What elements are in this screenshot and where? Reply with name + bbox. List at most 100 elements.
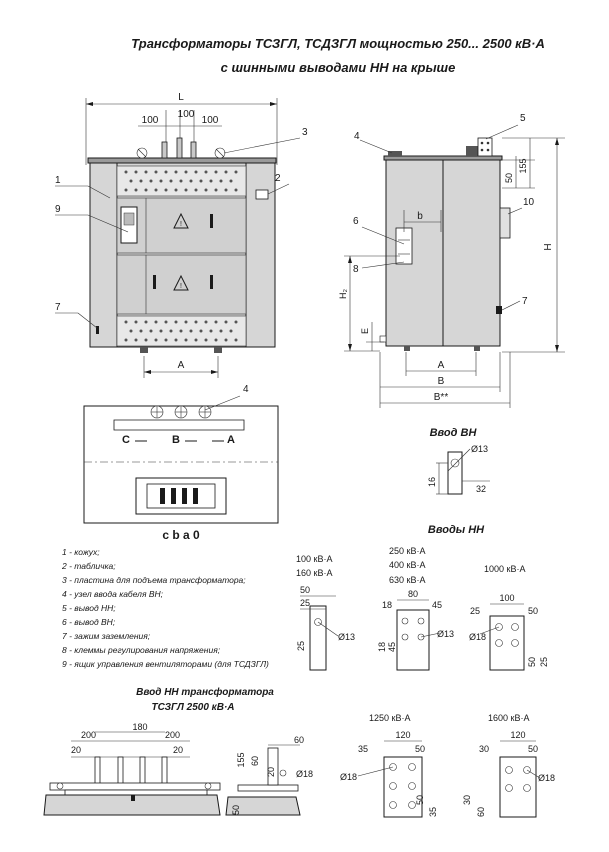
legend-8: 8 - клеммы регулирования напряжения; (62, 645, 221, 655)
dim-100-right: 100 (202, 115, 219, 126)
nn-2500-title-1: Ввод НН трансформатора (136, 686, 274, 698)
phase-A: A (227, 434, 235, 446)
vvod-vn-32: 32 (476, 484, 486, 494)
dim-E: E (360, 328, 370, 334)
callout-1: 1 (55, 175, 61, 186)
legend-7: 7 - зажим заземления; (62, 631, 151, 641)
nn-2500-20b: 20 (173, 745, 183, 755)
top-grille (124, 170, 238, 192)
callout-6: 6 (353, 216, 359, 227)
nn-100-160: 100 кВ·А 160 кВ·А 50 25 25 Ø13 (296, 554, 355, 671)
callout-5: 5 (520, 113, 526, 124)
nn-1250-hole: Ø18 (340, 772, 357, 782)
rating-1000: 1000 кВ·А (484, 564, 525, 574)
nn-2500-20c: 20 (266, 767, 276, 777)
rating-100: 100 кВ·А (296, 554, 332, 564)
phase-B: B (172, 434, 180, 446)
dim-H2: H₂ (338, 289, 348, 299)
nn-2500-200a: 200 (81, 730, 96, 740)
nn-1000-25: 25 (470, 606, 480, 616)
dim-b: b (417, 211, 423, 222)
dim-50-side: 50 (504, 173, 514, 183)
nn-1000-hole: Ø18 (469, 632, 486, 642)
legend-1: 1 - кожух; (62, 547, 100, 557)
callout-4-side: 4 (354, 131, 360, 142)
callout-8: 8 (353, 264, 359, 275)
nn-2500-title-2: ТСЗГЛ 2500 кВ·А (151, 702, 234, 713)
dim-100-left: 100 (142, 115, 159, 126)
dim-L: L (178, 92, 184, 103)
nn-mid-hole: Ø13 (437, 629, 454, 639)
nn-2500-60b: 60 (250, 756, 260, 766)
vvod-vn-title: Ввод ВН (430, 427, 478, 439)
nn-1600-30: 30 (479, 744, 489, 754)
nn-mid-18b: 18 (377, 642, 387, 652)
legend-6: 6 - вывод ВН; (62, 617, 116, 627)
nn-2500-180: 180 (132, 722, 147, 732)
nn-small-hole: Ø13 (338, 632, 355, 642)
nn-1000: 1000 кВ·А 100 25 50 50 25 Ø18 (469, 564, 549, 671)
legend: 1 - кожух; 2 - табличка; 3 - пластина дл… (61, 547, 269, 669)
title-line-1: Трансформаторы ТСЗГЛ, ТСДЗГЛ мощностью 2… (131, 36, 545, 51)
nn-mid-18a: 18 (382, 600, 392, 610)
nn-small-25a: 25 (300, 598, 310, 608)
nn-1000-25b: 25 (539, 657, 549, 667)
callout-4-top: 4 (243, 384, 249, 395)
nn-mid-45a: 45 (432, 600, 442, 610)
nn-2500-hole: Ø18 (296, 769, 313, 779)
rating-160: 160 кВ·А (296, 568, 332, 578)
nn-1250-50: 50 (415, 744, 425, 754)
nn-1600-50: 50 (528, 744, 538, 754)
callout-9: 9 (55, 204, 61, 215)
nn-1000-50a: 50 (528, 606, 538, 616)
nn-2500-155: 155 (236, 752, 246, 767)
rating-400: 400 кВ·А (389, 560, 425, 570)
nn-1600-120: 120 (510, 730, 525, 740)
nn-1250-35b: 35 (428, 807, 438, 817)
nn-1250-50b: 50 (415, 795, 425, 805)
callout-10: 10 (523, 197, 535, 208)
nn-1250-35: 35 (358, 744, 368, 754)
nn-2500-200b: 200 (165, 730, 180, 740)
nn-250-630: 250 кВ·А 400 кВ·А 630 кВ·А 80 18 45 18 4… (377, 546, 454, 671)
nn-2500-20a: 20 (71, 745, 81, 755)
dim-100-mid: 100 (178, 109, 195, 120)
dim-B2-side: B** (434, 392, 449, 403)
dim-B-side: B (438, 376, 445, 387)
callout-2: 2 (275, 173, 281, 184)
dim-A-side: A (438, 360, 445, 371)
nn-mid-45b: 45 (387, 642, 397, 652)
vvod-vn-detail: Ввод ВН Ø13 16 32 (427, 427, 490, 495)
lv-phase-labels: c b a 0 (162, 528, 200, 542)
legend-9: 9 - ящик управления вентиляторами (для Т… (62, 659, 269, 669)
svg-text:!: ! (180, 283, 182, 290)
nn-1250: 1250 кВ·А 120 35 50 Ø18 50 35 (340, 713, 438, 818)
nn-1600: 1600 кВ·А 120 30 50 Ø18 30 60 (462, 713, 555, 818)
nn-2500-50: 50 (231, 805, 241, 815)
dim-H: H (543, 243, 554, 250)
nn-1000-50b: 50 (527, 657, 537, 667)
nn-1600-30b: 30 (462, 795, 472, 805)
front-view: L 100 100 100 (55, 92, 308, 378)
rating-630: 630 кВ·А (389, 575, 425, 585)
phase-C: C (122, 434, 130, 446)
nn-mid-80: 80 (408, 589, 418, 599)
legend-2: 2 - табличка; (61, 561, 116, 571)
legend-3: 3 - пластина для подъема трансформатора; (62, 575, 246, 585)
legend-5: 5 - вывод НН; (62, 603, 116, 613)
nn-1000-100: 100 (499, 593, 514, 603)
nn-1600-60: 60 (476, 807, 486, 817)
dim-155-side: 155 (518, 158, 528, 173)
nn-1600-hole: Ø18 (538, 773, 555, 783)
vvod-vn-16: 16 (427, 477, 437, 487)
callout-7: 7 (55, 302, 61, 313)
rating-1250: 1250 кВ·А (369, 713, 410, 723)
svg-text:!: ! (180, 221, 182, 228)
vvody-nn-title: Вводы НН (428, 524, 485, 536)
nn-1250-120: 120 (395, 730, 410, 740)
callout-3: 3 (302, 127, 308, 138)
side-view: H 50 155 H₂ E b A B B** (338, 113, 565, 408)
dim-A-front: A (178, 360, 185, 371)
callout-7-side: 7 (522, 296, 528, 307)
